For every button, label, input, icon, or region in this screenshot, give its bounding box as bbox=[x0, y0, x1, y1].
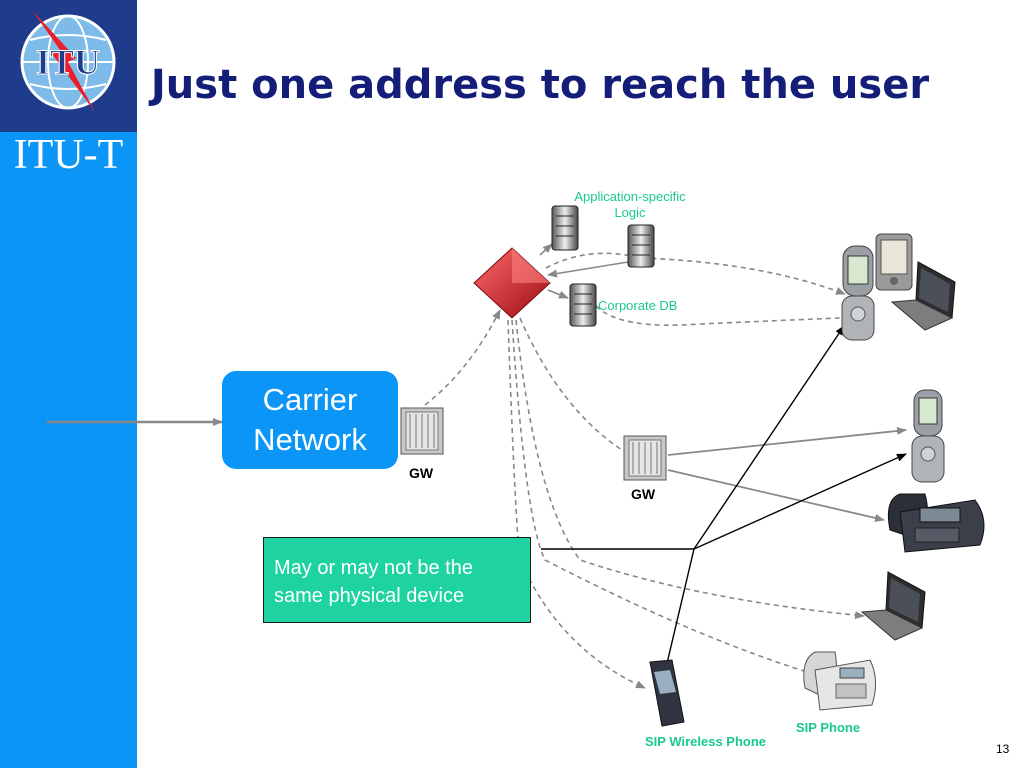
gw-to-deskphone-line bbox=[667, 469, 885, 522]
corporate-db-server-icon bbox=[569, 283, 597, 327]
carrier-network-box: Carrier Network bbox=[222, 371, 398, 469]
proxy-to-sipphone-line bbox=[511, 319, 821, 678]
flip-phone-icon-mid bbox=[911, 389, 945, 483]
laptop-icon-top bbox=[890, 261, 956, 331]
note-to-top-mobile-arrow bbox=[693, 325, 845, 550]
gw-to-proxy-line bbox=[424, 309, 501, 406]
desk-phone-icon bbox=[887, 493, 985, 553]
sip-wireless-phone-label: SIP Wireless Phone bbox=[645, 734, 767, 749]
sip-proxy-icon bbox=[473, 247, 551, 319]
corporate-db-label: Corporate DB bbox=[598, 298, 678, 313]
pda-icon bbox=[875, 233, 913, 291]
gw-label-left: GW bbox=[409, 465, 434, 481]
note-line1: May or may not be the bbox=[274, 557, 473, 579]
slide-title: Just one address to reach the user bbox=[150, 62, 930, 108]
app-logic-server-icon-1 bbox=[551, 205, 579, 251]
proxy-to-mobile-top-line bbox=[545, 252, 846, 295]
proxy-to-db-line bbox=[547, 289, 569, 299]
app-logic-server-icon-2 bbox=[627, 224, 655, 268]
proxy-to-wireless-line bbox=[507, 319, 646, 689]
app-logic-label-line2: Logic bbox=[614, 205, 646, 220]
page-number: 13 bbox=[996, 742, 1010, 756]
itu-globe-icon: ITU bbox=[20, 10, 116, 112]
flip-phone-icon-top bbox=[841, 245, 875, 341]
gw-label-mid: GW bbox=[631, 486, 656, 502]
app-logic-label-line1: Application-specific bbox=[574, 189, 686, 204]
sip-wireless-phone-icon bbox=[649, 659, 685, 727]
gw-to-mobile-line bbox=[667, 426, 907, 456]
sip-phone-label: SIP Phone bbox=[796, 720, 861, 735]
note-to-wireless-arrow bbox=[662, 548, 695, 677]
gateway-icon-left bbox=[400, 407, 444, 455]
gateway-icon-mid bbox=[623, 435, 667, 481]
sip-phone-icon bbox=[803, 651, 876, 711]
app-logic-label: Application-specific Logic bbox=[566, 189, 694, 221]
note-to-mid-mobile-arrow bbox=[693, 453, 907, 550]
same-device-note: May or may not be the same physical devi… bbox=[263, 537, 531, 623]
db-to-mobile-line bbox=[595, 305, 841, 326]
proxy-to-gw-line bbox=[519, 317, 626, 453]
laptop-icon-bottom bbox=[860, 571, 926, 641]
svg-text:ITU: ITU bbox=[36, 42, 100, 82]
app-server-to-proxy-line bbox=[547, 261, 629, 278]
proxy-to-laptop-line bbox=[515, 319, 865, 620]
proxy-to-app-server-line bbox=[539, 243, 553, 256]
carrier-network-line1: Carrier bbox=[262, 382, 358, 417]
carrier-network-line2: Network bbox=[253, 422, 367, 457]
note-line2: same physical device bbox=[274, 585, 465, 607]
itu-t-label: ITU-T bbox=[13, 132, 124, 178]
itu-logo: ITU bbox=[0, 0, 137, 132]
